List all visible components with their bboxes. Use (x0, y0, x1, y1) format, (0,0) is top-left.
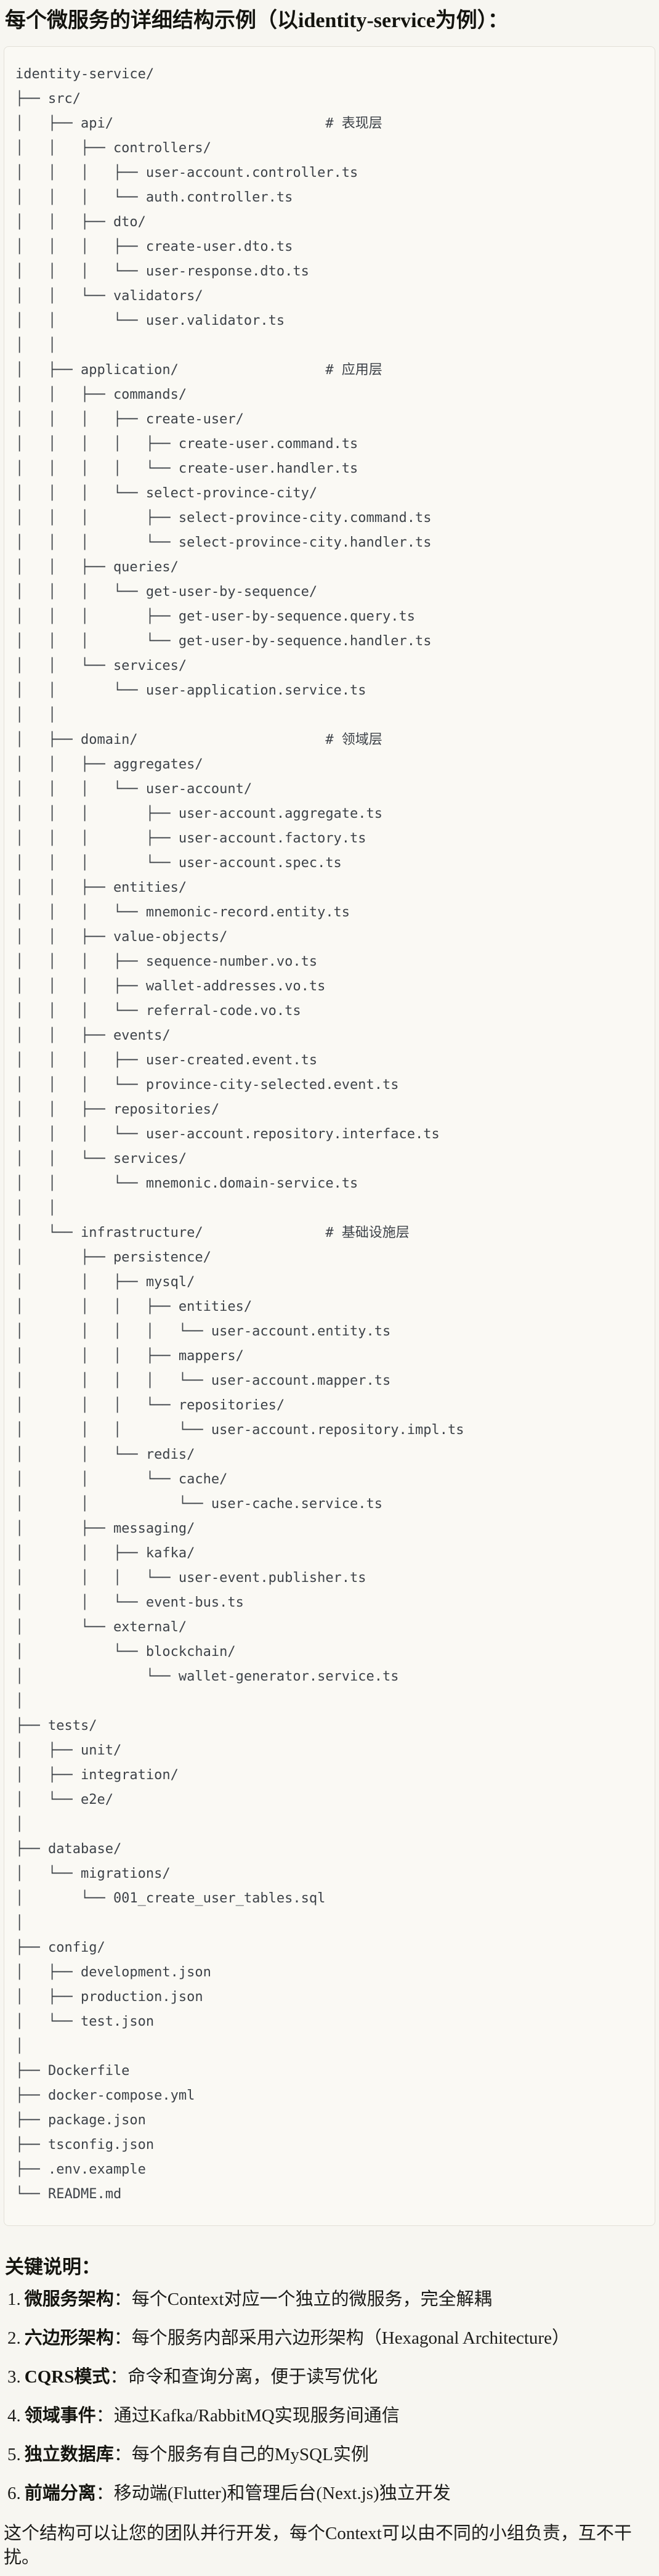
note-number: 5. (7, 2445, 21, 2464)
note-item-3: 3.CQRS模式：命令和查询分离，便于读写优化 (7, 2365, 654, 2389)
note-text: ：通过Kafka/RabbitMQ实现服务间通信 (95, 2406, 400, 2426)
note-label: 领域事件 (24, 2406, 96, 2426)
note-item-5: 5.独立数据库：每个服务有自己的MySQL实例 (7, 2443, 654, 2467)
file-tree-code-block: identity-service/ ├── src/ │ ├── api/ # … (4, 46, 655, 2226)
note-text: ：每个服务有自己的MySQL实例 (113, 2445, 369, 2464)
note-label: 前端分离 (24, 2484, 96, 2503)
note-item-6: 6.前端分离：移动端(Flutter)和管理后台(Next.js)独立开发 (7, 2482, 654, 2506)
note-text: ：每个Context对应一个独立的微服务，完全解耦 (113, 2289, 492, 2309)
note-label: 六边形架构 (24, 2328, 114, 2348)
note-item-2: 2.六边形架构：每个服务内部采用六边形架构（Hexagonal Architec… (7, 2326, 654, 2350)
page-title: 每个微服务的详细结构示例（以identity-service为例）： (5, 9, 509, 32)
closing-paragraph: 这个结构可以让您的团队并行开发，每个Context可以由不同的小组负责，互不干扰… (4, 2524, 632, 2567)
note-number: 2. (7, 2328, 21, 2348)
key-notes-section: 关键说明： 1.微服务架构：每个Context对应一个独立的微服务，完全解耦 2… (5, 2254, 654, 2506)
note-number: 1. (7, 2289, 21, 2309)
note-item-1: 1.微服务架构：每个Context对应一个独立的微服务，完全解耦 (7, 2288, 654, 2312)
note-number: 4. (7, 2406, 21, 2426)
note-label: CQRS模式 (24, 2367, 110, 2387)
notes-heading: 关键说明： (5, 2256, 100, 2278)
note-text: ：命令和查询分离，便于读写优化 (110, 2367, 378, 2387)
note-item-4: 4.领域事件：通过Kafka/RabbitMQ实现服务间通信 (7, 2404, 654, 2428)
note-number: 3. (7, 2367, 21, 2387)
note-label: 微服务架构 (24, 2289, 114, 2309)
note-number: 6. (7, 2484, 21, 2503)
note-label: 独立数据库 (24, 2445, 114, 2464)
note-text: ：移动端(Flutter)和管理后台(Next.js)独立开发 (95, 2484, 451, 2503)
note-text: ：每个服务内部采用六边形架构（Hexagonal Architecture） (113, 2328, 570, 2348)
